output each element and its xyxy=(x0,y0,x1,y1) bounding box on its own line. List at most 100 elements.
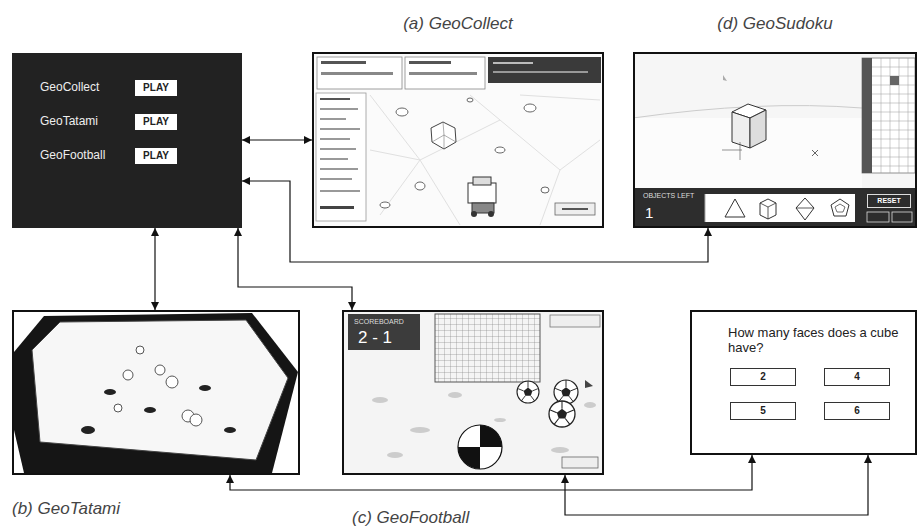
geosudoku-screenshot xyxy=(760,203,776,219)
geotatami-screenshot xyxy=(123,370,133,380)
answer-button: 2 xyxy=(730,368,796,386)
scoreboard-label: SCOREBOARD xyxy=(354,318,404,326)
geotatami-screenshot xyxy=(12,310,300,475)
geocollect-screenshot xyxy=(320,190,360,192)
connector-arrow xyxy=(154,228,155,310)
geocollect-screenshot xyxy=(321,72,393,75)
geofootball-screenshot xyxy=(480,425,502,447)
geocollect-screenshot xyxy=(312,52,604,228)
answer-button: 5 xyxy=(730,402,796,420)
button-label: 5 xyxy=(760,405,766,417)
game-screenshot: (a) GeoCollect xyxy=(312,52,604,228)
reset-button: RESET xyxy=(867,194,911,208)
connector-arrow xyxy=(238,228,352,310)
geocollect-screenshot xyxy=(320,118,346,120)
geofootball-screenshot xyxy=(550,315,600,327)
geofootball-screenshot xyxy=(585,380,593,388)
connector-arrow xyxy=(242,139,312,140)
geotatami-screenshot xyxy=(114,404,122,412)
geotatami-screenshot xyxy=(224,427,236,433)
geotatami-screenshot xyxy=(32,320,288,460)
geosudoku-screenshot xyxy=(872,58,915,173)
geocollect-screenshot xyxy=(488,211,494,217)
geocollect-screenshot xyxy=(320,138,350,140)
figure-caption: (a) GeoCollect xyxy=(314,14,602,34)
geocollect-screenshot xyxy=(320,128,360,130)
geocollect-screenshot xyxy=(320,158,348,160)
geocollect-screenshot xyxy=(524,104,536,112)
geofootball-screenshot xyxy=(554,380,578,404)
geocollect-screenshot xyxy=(467,98,473,102)
geosudoku-screenshot xyxy=(725,199,745,217)
geofootball-screenshot xyxy=(435,314,540,382)
geocollect-screenshot xyxy=(320,206,354,209)
menu-item: GeoCollect xyxy=(40,81,99,95)
geotatami-screenshot xyxy=(144,407,156,413)
geocollect-screenshot xyxy=(317,57,402,89)
geocollect-screenshot xyxy=(415,182,425,190)
connector-arrow xyxy=(230,455,752,490)
geosudoku-screenshot xyxy=(633,52,917,228)
geosudoku-screenshot xyxy=(723,75,727,81)
play-button: PLAY xyxy=(135,114,177,130)
geotatami-screenshot xyxy=(136,346,144,354)
game-menu: GeoCollectGeoTatamiGeoFootball PLAY PLAY PL… xyxy=(12,53,242,228)
geosudoku-screenshot xyxy=(750,110,766,148)
geofootball-screenshot xyxy=(448,392,462,398)
geotatami-screenshot xyxy=(166,376,178,388)
geocollect-screenshot xyxy=(409,72,477,75)
button-label: 4 xyxy=(854,371,860,383)
button-label: 2 xyxy=(760,371,766,383)
counter-label: OBJECTS LEFT xyxy=(643,192,694,200)
quiz-question: How many faces does a cube have? xyxy=(728,326,906,356)
geocollect-screenshot xyxy=(541,187,549,193)
geotatami-screenshot xyxy=(12,310,300,475)
geofootball-screenshot xyxy=(387,452,403,458)
geocollect-screenshot xyxy=(320,168,358,170)
geocollect-screenshot xyxy=(312,52,604,228)
geofootball-screenshot xyxy=(372,397,388,403)
play-button: PLAY xyxy=(135,148,177,164)
geosudoku-screenshot xyxy=(705,194,855,222)
quiz-screenshot xyxy=(690,310,917,455)
geosudoku-screenshot xyxy=(732,112,750,148)
geotatami-screenshot xyxy=(14,313,298,473)
button-label: PLAY xyxy=(143,116,169,128)
geocollect-screenshot xyxy=(468,183,496,203)
geocollect-screenshot xyxy=(370,95,600,225)
geocollect-screenshot xyxy=(396,108,408,116)
button-label: 6 xyxy=(854,405,860,417)
geocollect-screenshot xyxy=(488,57,601,83)
figure-caption: (c) GeoFootball xyxy=(352,508,469,526)
geofootball-screenshot xyxy=(342,310,604,475)
geofootball-screenshot xyxy=(584,402,596,408)
geofootball-screenshot xyxy=(458,425,502,469)
game-screenshot: (b) GeoTatami xyxy=(12,310,300,475)
geocollect-screenshot xyxy=(320,178,352,180)
geocollect-screenshot xyxy=(321,61,366,64)
geocollect-screenshot xyxy=(493,71,588,73)
geocollect-screenshot xyxy=(380,202,390,208)
geocollect-screenshot xyxy=(432,122,456,149)
geosudoku-screenshot xyxy=(705,194,706,222)
answer-button: 6 xyxy=(824,402,890,420)
geosudoku-screenshot xyxy=(862,58,872,173)
geofootball-screenshot xyxy=(348,314,420,350)
button-label: PLAY xyxy=(143,150,169,162)
geotatami-screenshot xyxy=(81,426,95,434)
geosudoku-screenshot xyxy=(867,212,889,222)
play-button: PLAY xyxy=(135,80,177,96)
quiz-screenshot xyxy=(690,310,917,455)
geosudoku-screenshot xyxy=(862,58,915,173)
menu-item: GeoFootball xyxy=(40,149,105,163)
geocollect-screenshot xyxy=(555,203,595,215)
geosudoku-screenshot xyxy=(835,204,845,212)
geosudoku-screenshot xyxy=(760,199,776,219)
geotatami-screenshot xyxy=(190,414,202,426)
geocollect-screenshot xyxy=(320,98,350,100)
figure-caption: (d) GeoSudoku xyxy=(635,14,915,34)
geotatami-screenshot xyxy=(199,385,211,391)
geosudoku-screenshot xyxy=(633,188,917,228)
menu-item: GeoTatami xyxy=(40,115,98,129)
